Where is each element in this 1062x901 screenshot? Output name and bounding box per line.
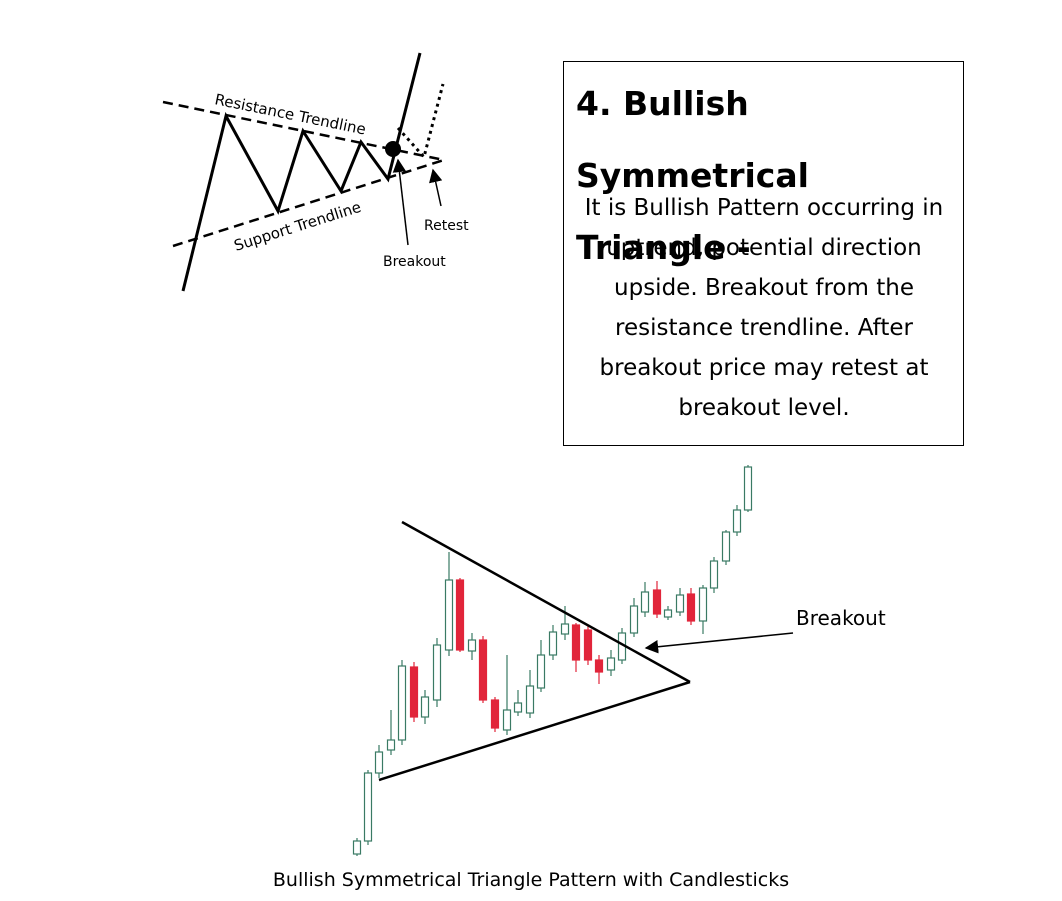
breakout-point <box>385 141 401 157</box>
retest-arrow <box>429 168 443 207</box>
bearish-candle-12 <box>478 636 488 703</box>
breakout-label-top: Breakout <box>383 254 446 270</box>
schematic-diagram: Resistance Trendline Support Trendline B… <box>162 52 469 292</box>
info-box: 4. Bullish Symmetrical Triangle - It is … <box>563 61 964 446</box>
candle-body <box>444 579 454 651</box>
bullish-candle-15 <box>513 690 523 716</box>
candle-body <box>606 657 616 671</box>
breakout-arrow-chart <box>644 632 794 654</box>
bullish-candle-16 <box>525 670 535 718</box>
candle-body <box>502 709 512 731</box>
bullish-candle-5 <box>397 660 407 745</box>
bullish-candle-9 <box>444 552 454 656</box>
bearish-candle-20 <box>571 623 581 672</box>
bearish-candle-6 <box>409 662 419 722</box>
candle-body <box>397 665 407 741</box>
candle-body <box>640 591 650 613</box>
candle-body <box>420 696 430 718</box>
resistance-label: Resistance Trendline <box>213 90 367 138</box>
info-box-title-line1: 4. Bullish Symmetrical <box>576 84 809 195</box>
candle-body <box>548 631 558 656</box>
info-box-title: 4. Bullish Symmetrical Triangle - <box>576 68 956 284</box>
candlestick-chart: Breakout <box>352 465 886 856</box>
candle-body <box>698 587 708 622</box>
bullish-candle-1 <box>352 838 362 856</box>
candle-body <box>478 639 488 701</box>
candle-body <box>732 509 742 533</box>
retest-label: Retest <box>424 218 469 234</box>
candle-body <box>663 609 673 618</box>
candle-body <box>686 593 696 622</box>
bearish-candle-21 <box>583 626 593 665</box>
candle-body <box>571 624 581 661</box>
bullish-candle-33 <box>721 530 731 565</box>
bullish-candle-8 <box>432 638 442 707</box>
bearish-candle-22 <box>594 655 604 684</box>
bullish-candle-7 <box>420 690 430 724</box>
bullish-candle-3 <box>374 745 384 778</box>
bullish-candle-2 <box>363 770 373 845</box>
info-box-body: It is Bullish Pattern occurring in uptre… <box>584 195 944 421</box>
candle-body <box>583 629 593 661</box>
candle-body <box>374 751 384 774</box>
candle-body <box>721 531 731 562</box>
bullish-candle-35 <box>743 465 753 512</box>
bullish-candle-28 <box>663 606 673 620</box>
bearish-candle-27 <box>652 581 662 618</box>
info-box-title-line2: Triangle - <box>576 228 751 267</box>
triangle-lower-line <box>378 680 691 782</box>
candle-body <box>743 466 753 511</box>
bullish-candle-32 <box>709 557 719 593</box>
candle-body <box>467 639 477 652</box>
candle-body <box>432 644 442 701</box>
candle-body <box>352 840 362 855</box>
bullish-candle-31 <box>698 585 708 634</box>
bullish-candle-29 <box>675 588 685 616</box>
breakout-label-chart: Breakout <box>796 606 886 630</box>
candle-body <box>594 659 604 673</box>
bearish-candle-10 <box>455 578 465 652</box>
triangle-upper-line <box>401 520 691 684</box>
breakout-arrow <box>392 158 409 246</box>
bullish-candle-11 <box>467 633 477 660</box>
candles <box>352 465 753 856</box>
candle-body <box>490 699 500 729</box>
bearish-candle-13 <box>490 697 500 732</box>
bearish-candle-30 <box>686 588 696 625</box>
candle-body <box>455 579 465 651</box>
bullish-candle-34 <box>732 505 742 536</box>
bullish-candle-14 <box>502 655 512 735</box>
candle-body <box>709 560 719 589</box>
candle-body <box>513 702 523 713</box>
candle-body <box>536 654 546 689</box>
bullish-candle-17 <box>536 640 546 692</box>
bullish-candle-4 <box>386 710 396 755</box>
figure-caption: Bullish Symmetrical Triangle Pattern wit… <box>272 869 790 891</box>
candle-body <box>629 605 639 634</box>
candle-body <box>675 594 685 613</box>
candle-body <box>363 772 373 842</box>
candle-body <box>652 589 662 615</box>
candle-body <box>386 739 396 751</box>
candle-body <box>525 685 535 714</box>
retest-path <box>396 83 445 161</box>
candle-body <box>560 623 570 635</box>
bullish-candle-23 <box>606 650 616 676</box>
bullish-candle-25 <box>629 598 639 637</box>
bullish-candle-26 <box>640 582 650 617</box>
bullish-candle-18 <box>548 625 558 660</box>
candle-body <box>409 666 419 718</box>
price-zigzag <box>181 52 422 292</box>
